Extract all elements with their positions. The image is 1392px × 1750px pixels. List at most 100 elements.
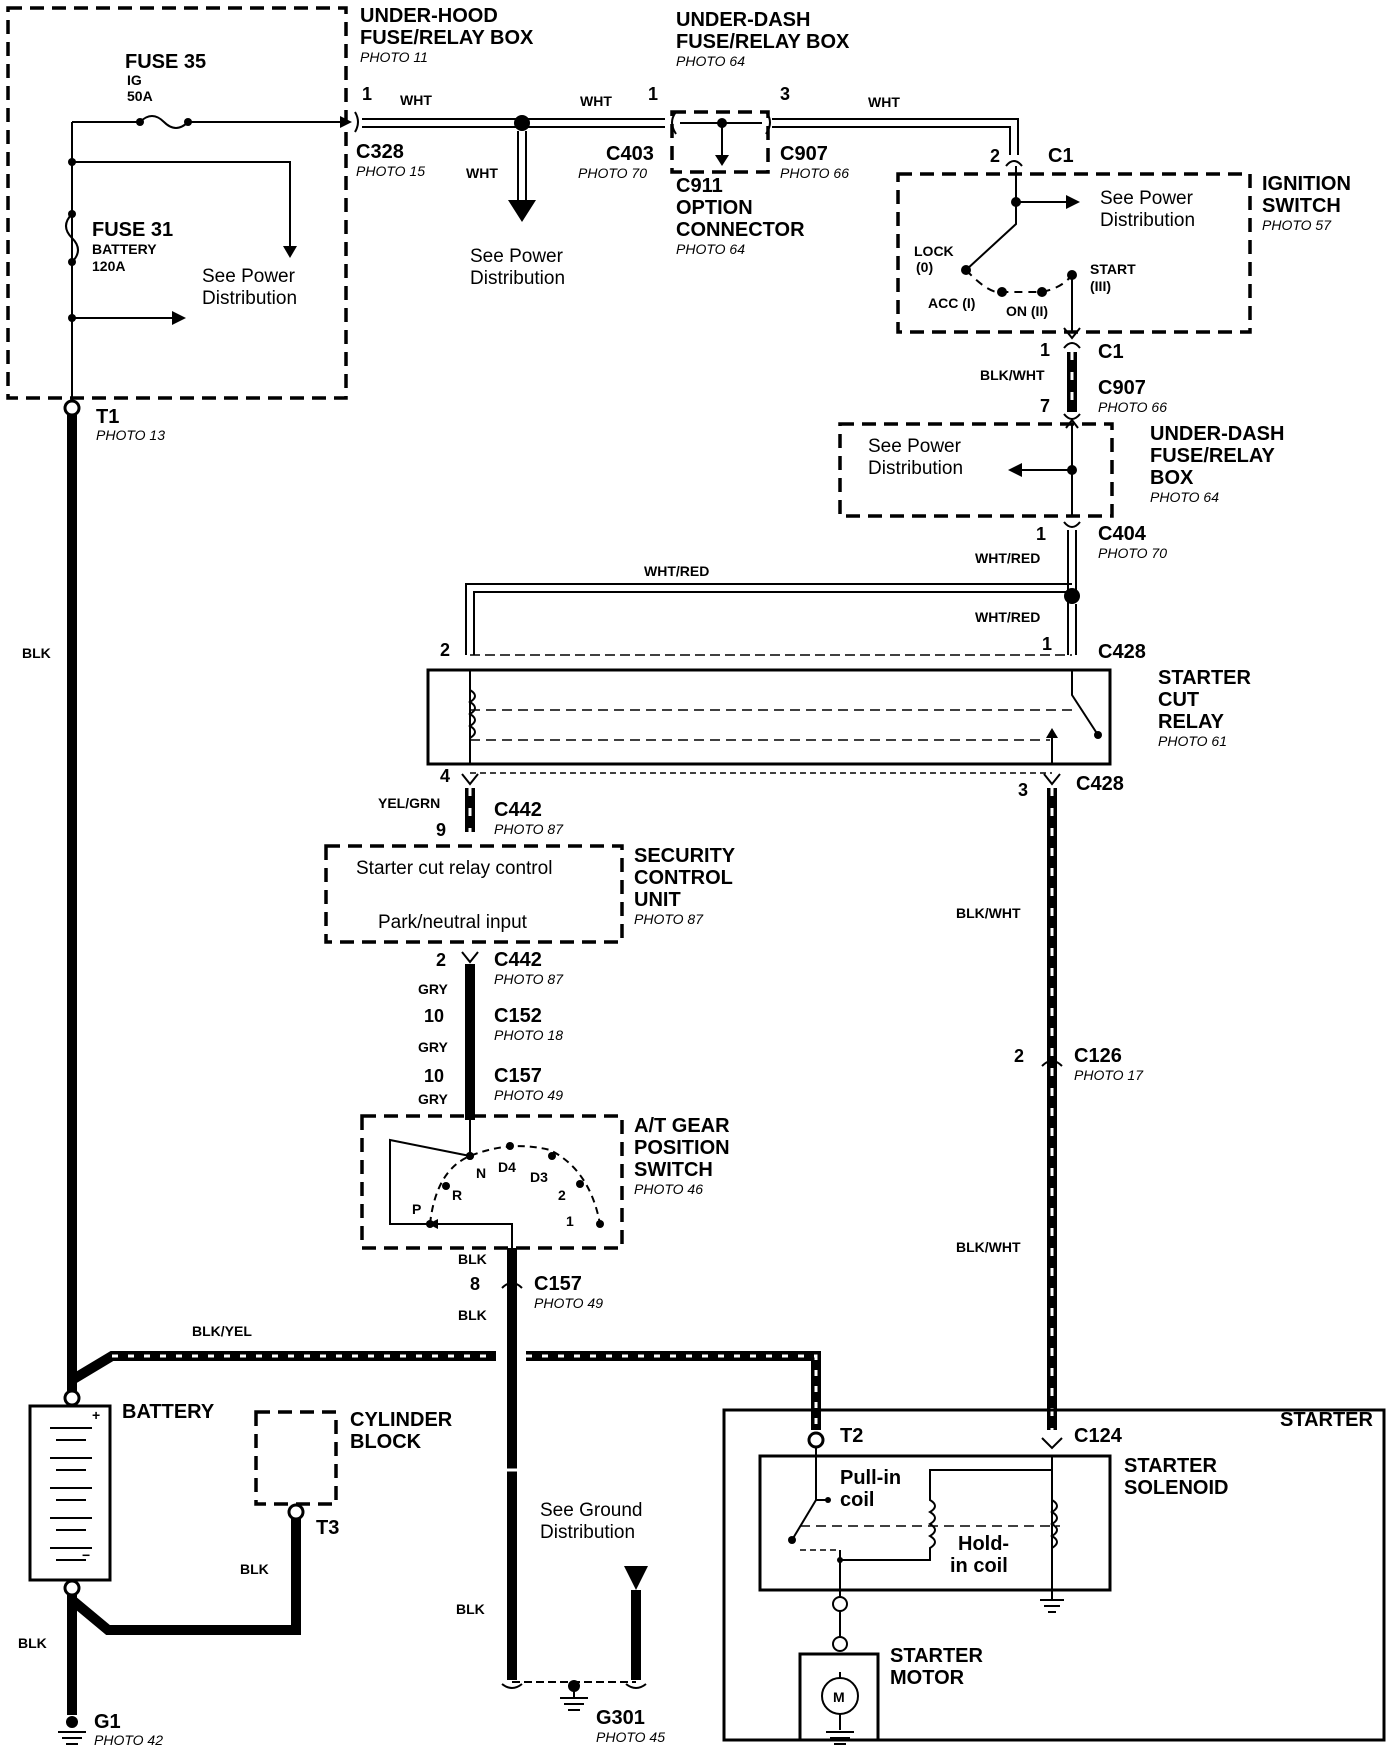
svg-text:Distribution: Distribution bbox=[470, 268, 565, 289]
svg-text:1: 1 bbox=[648, 84, 658, 104]
under-dash-fuse-relay-box-top: UNDER-DASH FUSE/RELAY BOX PHOTO 64 C911 … bbox=[670, 9, 850, 257]
fuse35-label: FUSE 35 bbox=[125, 51, 206, 73]
svg-text:(0): (0) bbox=[916, 259, 933, 275]
cylinder-block: CYLINDER BLOCK T3 bbox=[254, 1409, 453, 1539]
svg-text:PHOTO 15: PHOTO 15 bbox=[356, 163, 425, 179]
svg-text:UNDER-DASH: UNDER-DASH bbox=[676, 9, 810, 31]
svg-text:WHT/RED: WHT/RED bbox=[975, 609, 1040, 625]
svg-text:WHT: WHT bbox=[400, 92, 432, 108]
svg-text:T1: T1 bbox=[96, 406, 119, 428]
svg-text:PHOTO 64: PHOTO 64 bbox=[676, 53, 745, 69]
svg-text:2: 2 bbox=[440, 640, 450, 660]
svg-text:G1: G1 bbox=[94, 1711, 121, 1733]
power-dist-label-1: See Power bbox=[202, 266, 296, 287]
c428-bottom: 4 3 C428 bbox=[440, 766, 1124, 800]
svg-text:Hold-: Hold- bbox=[958, 1533, 1009, 1555]
svg-text:BLK: BLK bbox=[456, 1601, 485, 1617]
c428-bottom-label: C428 bbox=[1076, 773, 1124, 795]
svg-text:PHOTO 70: PHOTO 70 bbox=[578, 165, 647, 181]
fuse31-battery: BATTERY bbox=[92, 241, 157, 257]
security-control-unit: Starter cut relay control Park/neutral i… bbox=[324, 844, 736, 944]
t1-terminal: T1 PHOTO 13 bbox=[63, 399, 165, 443]
svg-text:MOTOR: MOTOR bbox=[890, 1667, 965, 1689]
svg-text:OPTION: OPTION bbox=[676, 197, 753, 219]
svg-text:CONNECTOR: CONNECTOR bbox=[676, 219, 805, 241]
svg-text:coil: coil bbox=[840, 1489, 874, 1511]
svg-text:STARTER: STARTER bbox=[1158, 667, 1252, 689]
svg-text:BLK/WHT: BLK/WHT bbox=[980, 367, 1045, 383]
wht-red-wires: 1 C404 PHOTO 70 WHT/RED WHT/RED WHT/RED … bbox=[440, 521, 1167, 663]
svg-text:1: 1 bbox=[1036, 524, 1046, 544]
svg-text:See Power: See Power bbox=[1100, 188, 1194, 209]
svg-text:SOLENOID: SOLENOID bbox=[1124, 1477, 1228, 1499]
svg-text:G301: G301 bbox=[596, 1707, 645, 1729]
fuse31-icon bbox=[65, 213, 79, 263]
wht-feed-wire: 1 C328 PHOTO 15 WHT WHT WHT See Power Di… bbox=[354, 84, 665, 289]
c404-label: C404 bbox=[1098, 523, 1147, 545]
starter-assembly: STARTER T2 C124 bbox=[722, 1408, 1386, 1742]
under-hood-photo: PHOTO 11 bbox=[360, 49, 428, 65]
svg-text:RELAY: RELAY bbox=[1158, 711, 1225, 733]
blk-ground-wire: BLK 8 C157 PHOTO 49 BLK BLK See Ground D… bbox=[456, 1248, 665, 1745]
svg-text:10: 10 bbox=[424, 1066, 444, 1086]
starter-solenoid: STARTER SOLENOID Pull-in coil Hold- in c… bbox=[758, 1448, 1228, 1652]
svg-text:ACC (I): ACC (I) bbox=[928, 295, 975, 311]
at-gear-position-switch: P R N D4 D3 2 1 A/T GEAR POSITION SWITCH… bbox=[360, 1114, 730, 1250]
svg-text:PHOTO 70: PHOTO 70 bbox=[1098, 545, 1167, 561]
svg-text:Distribution: Distribution bbox=[540, 1522, 635, 1543]
svg-text:PHOTO 64: PHOTO 64 bbox=[676, 241, 745, 257]
svg-text:3: 3 bbox=[780, 84, 790, 104]
c157-top-label: C157 bbox=[494, 1065, 542, 1087]
svg-text:PHOTO 66: PHOTO 66 bbox=[780, 165, 849, 181]
svg-text:See Power: See Power bbox=[470, 246, 564, 267]
svg-text:FUSE/RELAY BOX: FUSE/RELAY BOX bbox=[676, 31, 850, 53]
svg-text:POSITION: POSITION bbox=[634, 1137, 730, 1159]
svg-text:PHOTO 46: PHOTO 46 bbox=[634, 1181, 703, 1197]
g1-ground-icon bbox=[58, 1731, 86, 1745]
svg-text:Park/neutral input: Park/neutral input bbox=[378, 912, 528, 933]
svg-text:BLOCK: BLOCK bbox=[350, 1431, 422, 1453]
svg-text:PHOTO 61: PHOTO 61 bbox=[1158, 733, 1227, 749]
blk-wht-from-ignition: 1 C1 BLK/WHT C907 PHOTO 66 7 bbox=[980, 327, 1167, 420]
c428-top-label: C428 bbox=[1098, 641, 1146, 663]
yel-grn-wire: YEL/GRN C442 PHOTO 87 9 bbox=[378, 788, 564, 840]
svg-text:PHOTO 18: PHOTO 18 bbox=[494, 1027, 563, 1043]
svg-text:UNIT: UNIT bbox=[634, 889, 681, 911]
svg-text:−: − bbox=[82, 1547, 90, 1563]
svg-text:BLK: BLK bbox=[240, 1561, 269, 1577]
gry-wire: 2 C442 PHOTO 87 GRY 10 C152 PHOTO 18 GRY… bbox=[418, 949, 564, 1120]
svg-text:T3: T3 bbox=[316, 1517, 339, 1539]
svg-text:1: 1 bbox=[1042, 634, 1052, 654]
svg-text:SWITCH: SWITCH bbox=[1262, 195, 1341, 217]
svg-text:D3: D3 bbox=[530, 1169, 548, 1185]
starter-motor: M STARTER MOTOR bbox=[798, 1645, 984, 1745]
battery: + − BATTERY BLK BLK bbox=[18, 1389, 301, 1715]
svg-text:C442: C442 bbox=[494, 949, 542, 971]
svg-text:WHT/RED: WHT/RED bbox=[975, 550, 1040, 566]
svg-text:STARTER: STARTER bbox=[1124, 1455, 1218, 1477]
svg-text:PHOTO 49: PHOTO 49 bbox=[534, 1295, 603, 1311]
power-dist-label-2: Distribution bbox=[202, 288, 297, 309]
svg-text:+: + bbox=[92, 1407, 100, 1423]
svg-text:C911: C911 bbox=[676, 175, 723, 197]
wht-to-ignition: 3 C907 PHOTO 66 WHT 2 C1 bbox=[772, 84, 1074, 181]
svg-text:LOCK: LOCK bbox=[914, 243, 954, 259]
svg-text:2: 2 bbox=[990, 146, 1000, 166]
fuse31-rating: 120A bbox=[92, 258, 125, 274]
blk-yel-wire: BLK/YEL bbox=[67, 1323, 821, 1430]
c1-top-label: C1 bbox=[1048, 145, 1074, 167]
c126-label: C126 bbox=[1074, 1045, 1122, 1067]
svg-text:T2: T2 bbox=[840, 1425, 863, 1447]
svg-text:BLK: BLK bbox=[458, 1307, 487, 1323]
svg-text:PHOTO 42: PHOTO 42 bbox=[94, 1732, 163, 1748]
c328-label: C328 bbox=[356, 141, 404, 163]
svg-text:BLK/WHT: BLK/WHT bbox=[956, 1239, 1021, 1255]
c157-bottom-label: C157 bbox=[534, 1273, 582, 1295]
svg-text:BLK: BLK bbox=[458, 1251, 487, 1267]
svg-text:10: 10 bbox=[424, 1006, 444, 1026]
g301-ground-icon bbox=[560, 1686, 588, 1711]
svg-text:ON (II): ON (II) bbox=[1006, 303, 1048, 319]
wire-label-blk-1: BLK bbox=[22, 645, 51, 661]
svg-text:GRY: GRY bbox=[418, 1091, 448, 1107]
svg-text:See Ground: See Ground bbox=[540, 1500, 642, 1521]
